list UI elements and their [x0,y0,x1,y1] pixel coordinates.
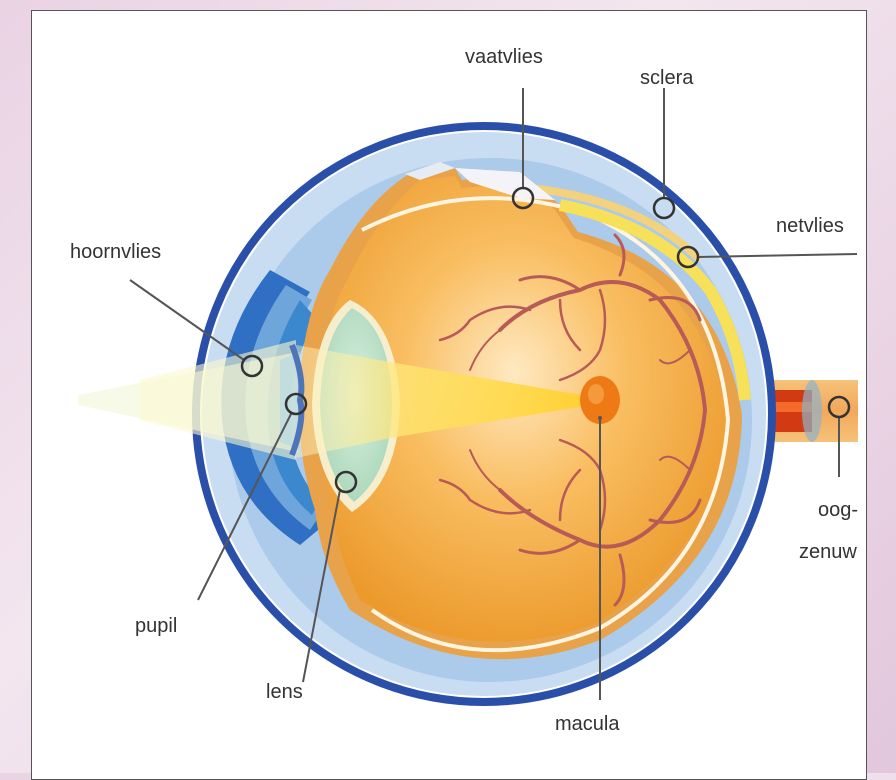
label-vaatvlies: vaatvlies [465,45,543,69]
label-netvlies: netvlies [776,214,844,238]
label-oogzenuw-line1: oog- [818,498,858,522]
label-lens: lens [266,680,303,704]
label-macula: macula [555,712,619,736]
label-pupil: pupil [135,614,177,638]
label-oogzenuw-line2: zenuw [799,540,857,564]
label-hoornvlies: hoornvlies [70,240,161,264]
label-sclera: sclera [640,66,693,90]
